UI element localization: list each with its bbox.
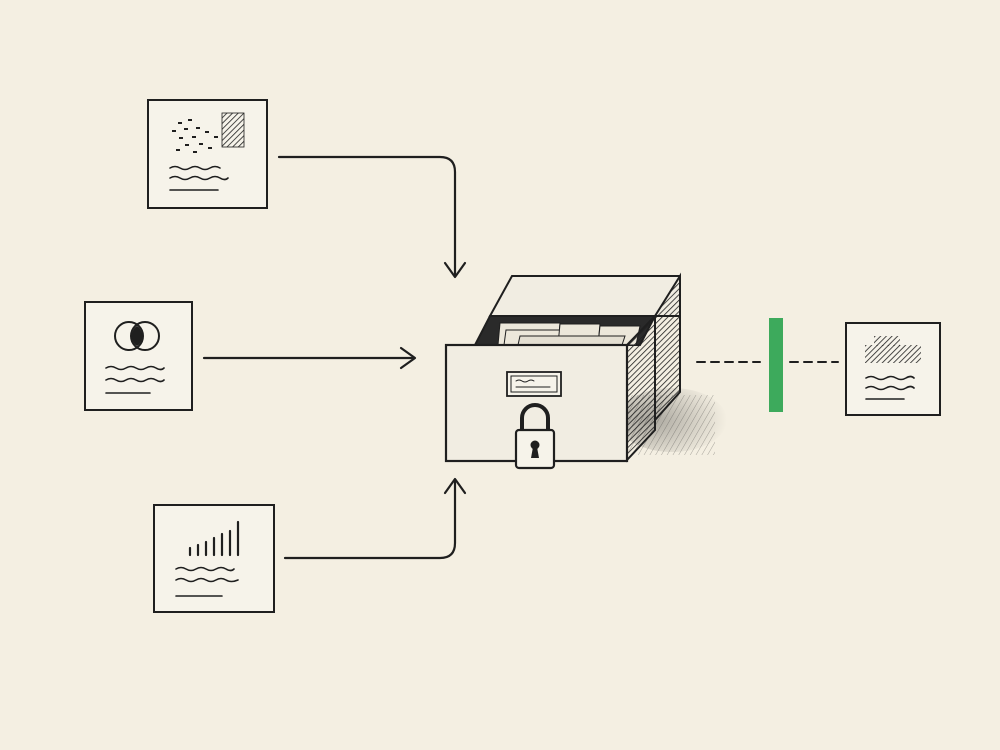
arrow-from-document-1 — [277, 155, 467, 279]
padlock-icon — [514, 403, 556, 470]
venn-diagram-icon — [114, 321, 160, 351]
output-document — [845, 322, 941, 416]
text-lines-icon — [865, 375, 915, 400]
green-barrier — [769, 318, 783, 412]
drawer-label — [506, 371, 562, 397]
text-lines-icon — [105, 365, 165, 394]
image-blocks-icon — [865, 336, 921, 363]
input-document-2 — [84, 301, 193, 411]
arrow-from-document-3 — [283, 477, 467, 560]
input-document-1 — [147, 99, 268, 209]
scatter-dots-icon — [172, 119, 218, 153]
image-block-icon — [221, 112, 245, 148]
text-lines-icon — [169, 165, 229, 191]
text-lines-icon — [175, 566, 239, 597]
file-cards — [497, 322, 641, 346]
locked-file-drawer — [444, 272, 727, 470]
bar-chart-icon — [188, 520, 240, 557]
input-document-3 — [153, 504, 275, 613]
arrow-from-document-2 — [202, 346, 417, 370]
